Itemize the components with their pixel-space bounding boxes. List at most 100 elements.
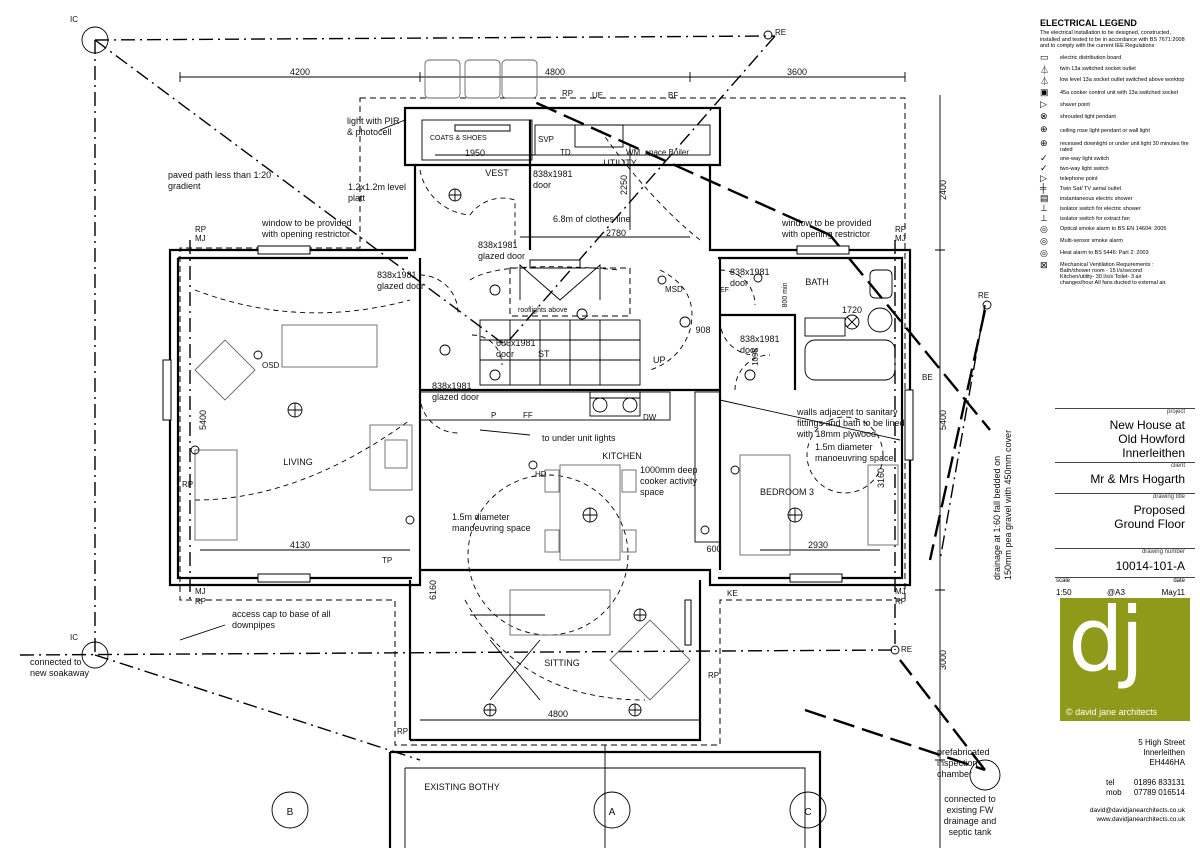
dim-3000: 3000 [938,650,948,670]
fittings [419,119,896,543]
dim-1095: 1095 [751,348,760,366]
dim-2400: 2400 [938,180,948,200]
tel-number: 01896 833131 [1133,778,1185,787]
legend-item: 45a cooker control unit with 13a switche… [1060,90,1179,96]
marker-rp-bl: RP [195,597,206,606]
marker-b: B [287,807,294,818]
label-td: TD [560,148,571,157]
room-store: ST [538,349,550,359]
marker-rp-bothy: RP [397,727,408,736]
marker-mj-left: MJ [195,234,206,243]
room-coats-shoes: COATS & SHOES [430,135,487,142]
legend-item: shaver point [1060,102,1090,108]
marker-rp-left: RP [195,225,206,234]
website: www.davidjanearchitects.co.uk [1096,816,1185,823]
label-ue: UE [592,91,603,100]
room-living: LIVING [283,457,313,467]
dim-2250: 2250 [619,175,629,195]
label-ff: FF [523,411,533,420]
dim-4130: 4130 [290,540,310,550]
marker-mj-bl: MJ [195,587,206,596]
client-name: Mr & Mrs Hogarth [1090,472,1185,486]
legend-item: recessed downlight or under unit light 3… [1060,141,1189,153]
marker-rp-sitting: RP [708,671,719,680]
legend-item: one-way light switch [1060,156,1110,162]
legend-item: Twin Sat/ TV aerial outlet [1060,186,1122,192]
divider [1055,577,1195,578]
label-dw: DW [643,413,657,422]
drawing-number: 10014-101-A [1115,559,1185,573]
label-wm: WM [626,148,641,157]
divider [1055,548,1195,549]
marker-re-right: RE [978,291,989,300]
windows [162,124,914,646]
room-vest: VEST [485,168,509,178]
telephone-point-icon: ▷ [1040,173,1047,183]
dim-2930: 2930 [808,540,828,550]
marker-re-bottom: RE [901,645,912,654]
project-label: project [1166,409,1185,415]
shrouded-pendant-icon: ⊗ [1040,111,1048,121]
marker-ic-top: IC [70,15,78,24]
drawing-number-label: drawing number [1141,549,1185,555]
cooker-control-icon: ▣ [1040,87,1049,97]
label-svp: SVP [538,135,554,144]
room-existing-bothy: EXISTING BOTHY [424,782,500,792]
marker-mj-br: MJ [895,587,906,596]
firm-logo: dj © david jane architects [1060,590,1190,721]
mob-number: 07789 016514 [1133,788,1185,797]
divider [1055,462,1195,463]
dim-600: 600 [706,544,721,554]
legend-item: Mechanical Ventilation Requirements : Ba… [1060,262,1167,286]
marker-re-top: RE [775,28,786,37]
note-light-pir: light with PIR& photocell [347,116,400,137]
marker-a: A [609,807,616,818]
dim-908: 908 [695,325,710,335]
marker-rp-right: RP [895,225,906,234]
legend-item: isolator switch for electric shower [1060,206,1141,212]
note-space-boiler: space Boiler [645,148,689,157]
dimension-labels: 4200 4800 3600 2400 5400 5400 3000 4130 … [198,67,948,719]
note-under-unit: to under unit lights [542,433,616,443]
socket-outlet-icon: ⏃ [1040,65,1050,75]
leader-lines [179,119,901,848]
address: 5 High Street Innerleithen EH446HA [1138,738,1185,767]
paper-size: @A3 [1107,588,1125,597]
door-swings [194,129,884,701]
legend-item: shrouded light pendant [1060,114,1116,120]
note-drainage: drainage at 1:60 fall bedded on150mm pea… [992,430,1013,580]
room-bedroom-3: BEDROOM 3 [760,487,814,497]
dim-5400-right: 5400 [938,410,948,430]
legend-item: ceiling rose light pendant or wall light [1060,128,1150,134]
note-rooflights: rooflights above [518,307,568,314]
multi-sensor-alarm-icon: ◎ [1040,236,1048,246]
shower-isolator-icon: ⊥ [1040,203,1048,213]
scale-label: scale [1056,578,1071,584]
marker-be: BE [922,373,933,382]
label-tp: TP [382,556,392,565]
client-label: client [1170,463,1185,469]
dim-1950: 1950 [465,148,485,158]
room-labels: LIVING KITCHEN BEDROOM 3 BATH UTILITY VE… [283,135,828,792]
downlight-icon: ⊕ [1040,138,1048,148]
dimension-lines [179,72,945,848]
one-way-switch-icon: ✓ [1040,153,1048,163]
legend-item: instantaneous electric shower [1060,196,1133,202]
shaver-point-icon: ▷ [1040,99,1047,109]
tel-label: tel [1106,778,1115,787]
floor-plan-drawing: 4200 4800 3600 2400 5400 5400 3000 4130 … [19,15,1013,848]
drawing-title-label: drawing title [1152,494,1185,500]
legend-item: isolator switch for extract fan [1060,216,1130,222]
room-kitchen: KITCHEN [602,451,642,461]
marker-ke: KE [727,589,738,598]
